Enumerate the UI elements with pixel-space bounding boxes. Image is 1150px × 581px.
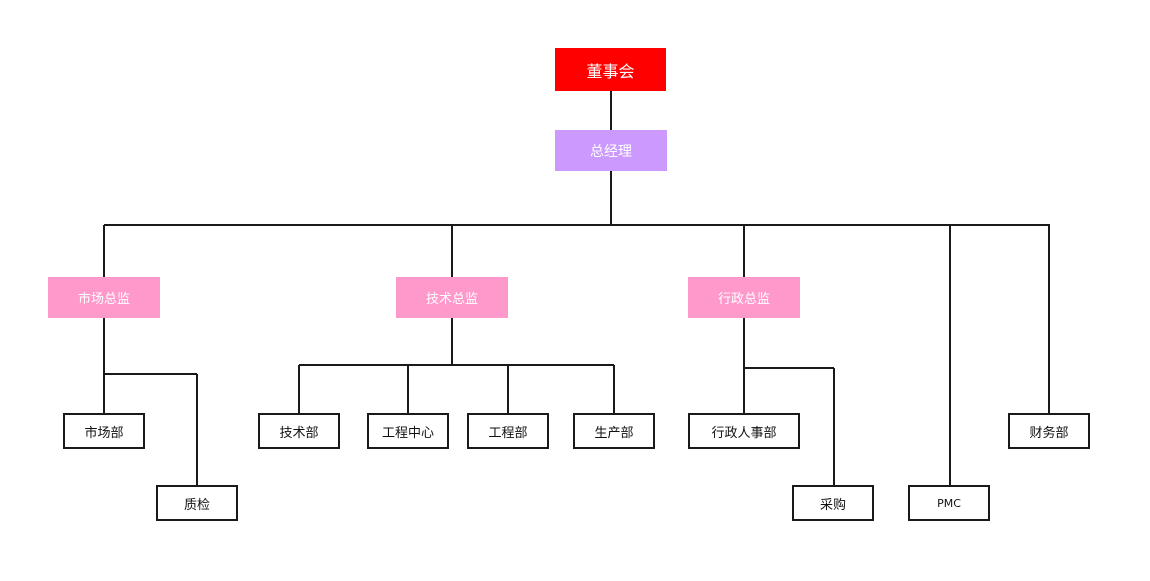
admin-hr-department-node: 行政人事部 bbox=[688, 413, 800, 449]
procurement-node: 采购 bbox=[792, 485, 874, 521]
engineering-department-node: 工程部 bbox=[467, 413, 549, 449]
technical-department-node: 技术部 bbox=[258, 413, 340, 449]
marketing-director-node: 市场总监 bbox=[48, 277, 160, 318]
engineering-center-node: 工程中心 bbox=[367, 413, 449, 449]
technical-director-node: 技术总监 bbox=[396, 277, 508, 318]
pmc-node: PMC bbox=[908, 485, 990, 521]
general-manager-node: 总经理 bbox=[555, 130, 667, 171]
administrative-director-node: 行政总监 bbox=[688, 277, 800, 318]
board-of-directors-node: 董事会 bbox=[555, 48, 666, 91]
finance-department-node: 财务部 bbox=[1008, 413, 1090, 449]
marketing-department-node: 市场部 bbox=[63, 413, 145, 449]
production-department-node: 生产部 bbox=[573, 413, 655, 449]
quality-inspection-node: 质检 bbox=[156, 485, 238, 521]
